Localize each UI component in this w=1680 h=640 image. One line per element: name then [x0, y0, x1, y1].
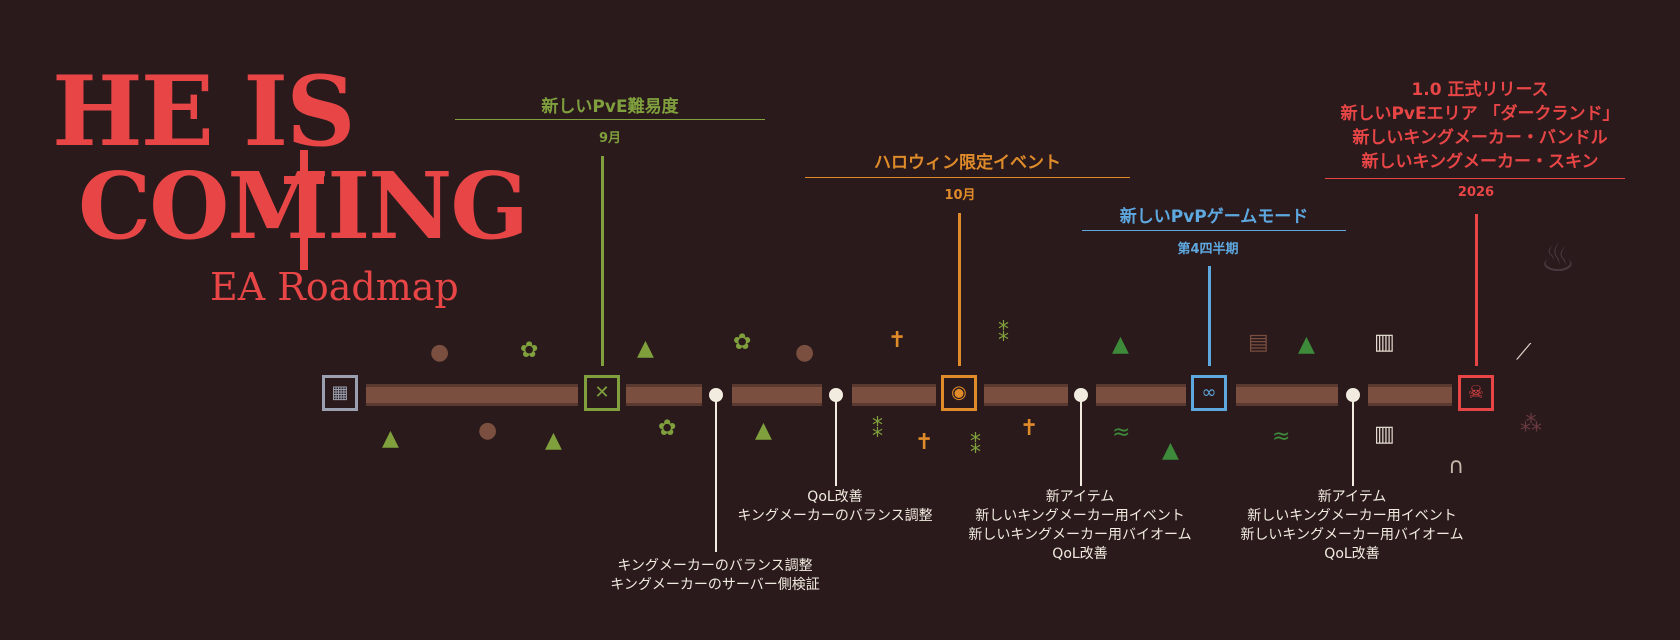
update-note-line: QoL改善: [807, 489, 863, 505]
bush-icon: ✿: [520, 338, 539, 363]
milestone-underline: [1325, 178, 1625, 179]
road-segment: [1236, 384, 1338, 406]
fence-icon: ▥: [1374, 330, 1395, 355]
road-segment: [1096, 384, 1186, 406]
update-note-line: 新アイテム: [1045, 489, 1115, 505]
ghost-icon: ♨: [1540, 235, 1576, 281]
road-segment: [366, 384, 578, 406]
road-segment: [984, 384, 1068, 406]
update-note-line: QoL改善: [1324, 546, 1380, 562]
update-stem: [1080, 400, 1082, 486]
skull-icon[interactable]: ☠: [1458, 375, 1494, 411]
road-segment: [626, 384, 702, 406]
sparkle-icon: ⁂: [1520, 412, 1542, 437]
milestone-date: 第4四半期: [1177, 242, 1239, 257]
update-notes: キングメーカーのバランス調整 キングメーカーのサーバー側検証: [565, 557, 865, 595]
update-dot[interactable]: [1346, 388, 1360, 402]
update-note-line: 新しいキングメーカー用バイオーム: [1240, 527, 1464, 543]
signpost-icon: ▤: [1248, 330, 1269, 355]
update-dot[interactable]: [829, 388, 843, 402]
milestone-stem: [601, 156, 604, 366]
update-note-line: 新アイテム: [1317, 489, 1387, 505]
scarecrow-icon: ✝: [1020, 416, 1039, 441]
milestone-underline: [805, 177, 1130, 178]
grass-icon: ⁑: [998, 322, 1009, 347]
road-segment: [852, 384, 936, 406]
grass-icon: ⁑: [970, 434, 981, 459]
update-notes: 新アイテム 新しいキングメーカー用イベント 新しいキングメーカー用バイオーム Q…: [930, 488, 1230, 564]
update-note-line: キングメーカーのバランス調整: [737, 508, 933, 524]
tombstone-icon: ∩: [1448, 454, 1465, 479]
milestone-underline: [455, 119, 765, 120]
bone-icon: ⟋: [1516, 340, 1532, 365]
update-note-line: QoL改善: [1052, 546, 1108, 562]
milestone-title-line: 新しいキングメーカー・バンドル: [1352, 128, 1608, 148]
milestone-title-line: 1.0 正式リリース: [1411, 80, 1549, 100]
update-note-line: 新しいキングメーカー用イベント: [975, 508, 1185, 524]
tree-icon: ▲: [637, 336, 654, 361]
tree-icon: ▲: [382, 426, 399, 451]
fence-icon: ▥: [1374, 422, 1395, 447]
update-stem: [1352, 400, 1354, 486]
tree-icon: ▲: [755, 418, 772, 443]
update-note-line: キングメーカーのバランス調整: [617, 558, 813, 574]
dragon-icon[interactable]: ∞: [1191, 375, 1227, 411]
update-dot[interactable]: [709, 388, 723, 402]
grass-icon: ⁑: [872, 418, 883, 443]
milestone-title: 新しいPvE難易度: [541, 97, 679, 117]
milestone-stem: [1208, 266, 1211, 366]
milestone-title-line: 新しいキングメーカー・スキン: [1361, 152, 1599, 172]
logo-line-1: HE IS: [52, 55, 356, 168]
tree-icon: ▲: [1162, 438, 1179, 463]
tree-icon: ▲: [1112, 332, 1129, 357]
pumpkin-icon[interactable]: ◉: [941, 375, 977, 411]
milestone-title: 新しいPvPゲームモード: [1119, 207, 1309, 227]
update-notes: QoL改善 キングメーカーのバランス調整: [685, 488, 985, 526]
milestone-stem: [1475, 214, 1478, 366]
sword-icon: [300, 150, 308, 270]
bush-icon: ✿: [658, 416, 677, 441]
update-dot[interactable]: [1074, 388, 1088, 402]
road-segment: [1368, 384, 1452, 406]
update-note-line: キングメーカーのサーバー側検証: [610, 577, 820, 593]
crossed-swords-icon[interactable]: ✕: [584, 375, 620, 411]
milestone-underline: [1082, 230, 1346, 231]
scarecrow-icon: ✝: [915, 430, 934, 455]
rock-icon: ●: [795, 340, 815, 365]
rock-icon: ●: [430, 340, 450, 365]
road-segment: [732, 384, 822, 406]
grass-icon: ≈: [1112, 420, 1131, 445]
tree-icon: ▲: [545, 428, 562, 453]
bush-icon: ✿: [733, 330, 752, 355]
rock-icon: ●: [478, 418, 498, 443]
milestone-title: ハロウィン限定イベント: [874, 153, 1061, 173]
update-note-line: 新しいキングメーカー用イベント: [1247, 508, 1457, 524]
update-notes: 新アイテム 新しいキングメーカー用イベント 新しいキングメーカー用バイオーム Q…: [1202, 488, 1502, 564]
update-stem: [835, 400, 837, 486]
logo-subtitle: EA Roadmap: [210, 265, 459, 309]
scarecrow-icon: ✝: [888, 328, 907, 353]
milestone-date: 2026: [1457, 185, 1495, 200]
milestone-stem: [958, 213, 961, 366]
castle-icon[interactable]: ▦: [322, 375, 358, 411]
update-stem: [715, 400, 717, 552]
milestone-title-line: 新しいPvEエリア 「ダークランド」: [1340, 104, 1620, 124]
sword-guard: [284, 176, 324, 184]
tree-icon: ▲: [1298, 332, 1315, 357]
milestone-date: 10月: [944, 188, 976, 203]
update-note-line: 新しいキングメーカー用バイオーム: [968, 527, 1192, 543]
grass-icon: ≈: [1272, 424, 1291, 449]
milestone-date: 9月: [598, 131, 622, 146]
